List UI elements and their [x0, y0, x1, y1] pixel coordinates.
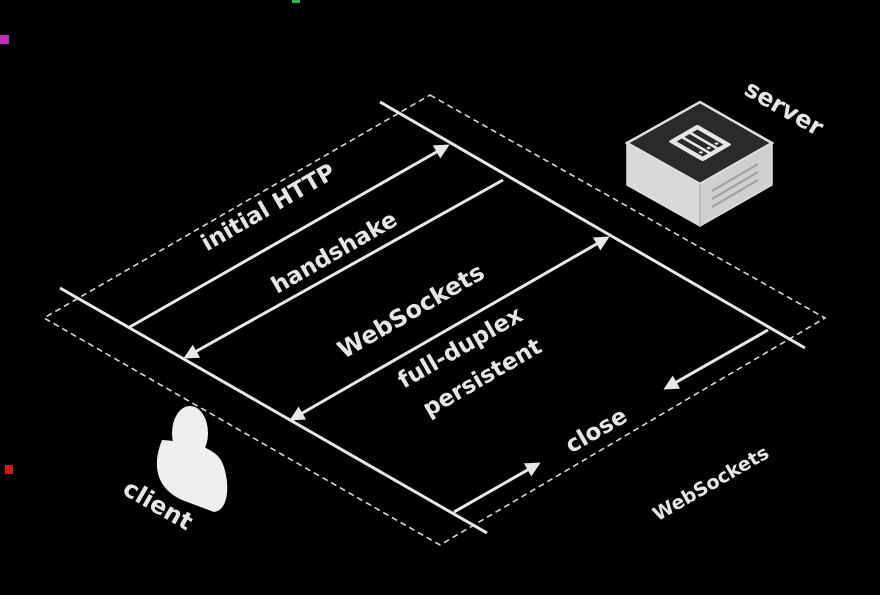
- person-icon: [156, 406, 228, 512]
- label-handshake: handshake: [267, 207, 402, 300]
- corner-artifact-red: [5, 465, 13, 474]
- label-initial-http: initial HTTP: [197, 159, 340, 257]
- label-footer-websockets: WebSockets: [649, 442, 773, 526]
- client-timeline: [59, 286, 488, 535]
- arrow-close-server: [663, 328, 769, 390]
- server-timeline: [379, 100, 806, 350]
- server-box-icon: [624, 100, 775, 228]
- corner-artifact-magenta: [0, 35, 9, 44]
- arrow-initial-http: [127, 144, 450, 330]
- label-close: close: [561, 403, 632, 459]
- boundary-dashed: [42, 94, 827, 546]
- arrow-close-client: [453, 462, 541, 514]
- corner-artifact-green: [292, 0, 300, 3]
- arrow-full-duplex: [289, 236, 610, 421]
